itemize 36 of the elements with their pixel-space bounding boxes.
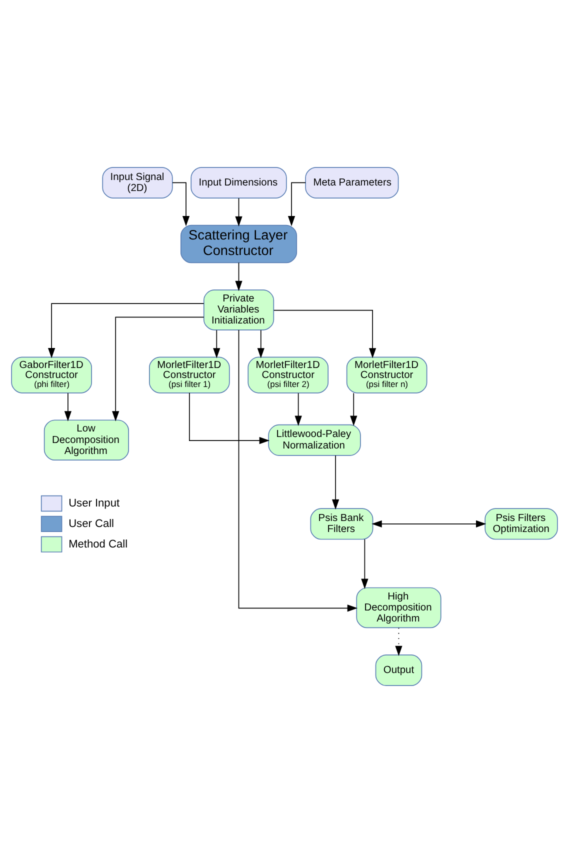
arrow xyxy=(288,182,306,226)
arrow xyxy=(274,309,376,358)
arrow xyxy=(372,520,486,527)
legend-label: User Call xyxy=(68,517,114,530)
node-box: Psis Bank Filters xyxy=(310,508,374,540)
node-box: Scattering Layer Constructor xyxy=(180,224,298,263)
arrow xyxy=(395,626,402,656)
node-box: Output xyxy=(375,654,422,686)
arrow xyxy=(172,182,190,226)
arrow xyxy=(48,302,204,358)
node-box: MorletFilter1D Constructor (psi filter n) xyxy=(346,356,428,393)
arrow xyxy=(332,454,340,510)
arrow xyxy=(238,329,358,612)
arrow xyxy=(112,316,204,421)
node-box: Meta Parameters xyxy=(305,166,399,198)
arrow xyxy=(294,392,302,426)
arrow xyxy=(257,329,264,358)
arrow xyxy=(213,329,220,358)
node-box: GaborFilter1D Constructor (phi filter) xyxy=(11,356,92,393)
node-box: Psis Filters Optimization xyxy=(484,508,558,540)
node-box: MorletFilter1D Constructor (psi filter 1) xyxy=(149,356,230,393)
arrow xyxy=(235,197,242,226)
arrow xyxy=(235,262,242,291)
node-box: High Decomposition Algorithm xyxy=(356,586,442,628)
node-box: Input Dimensions xyxy=(190,166,287,198)
arrow xyxy=(350,392,358,426)
node-box: Input Signal (2D) xyxy=(102,166,173,198)
node-box: Littlewood-Paley Normalization xyxy=(268,424,361,456)
legend-label: Method Call xyxy=(68,538,128,550)
arrow xyxy=(64,392,72,421)
node-box: Private Variables Initialization xyxy=(203,289,274,330)
node-box: Low Decomposition Algorithm xyxy=(44,419,129,460)
legend-label: User Input xyxy=(68,496,120,509)
arrow xyxy=(361,538,368,588)
arrow xyxy=(188,392,270,444)
node-box: MorletFilter1D Constructor (psi filter 2) xyxy=(248,356,329,393)
